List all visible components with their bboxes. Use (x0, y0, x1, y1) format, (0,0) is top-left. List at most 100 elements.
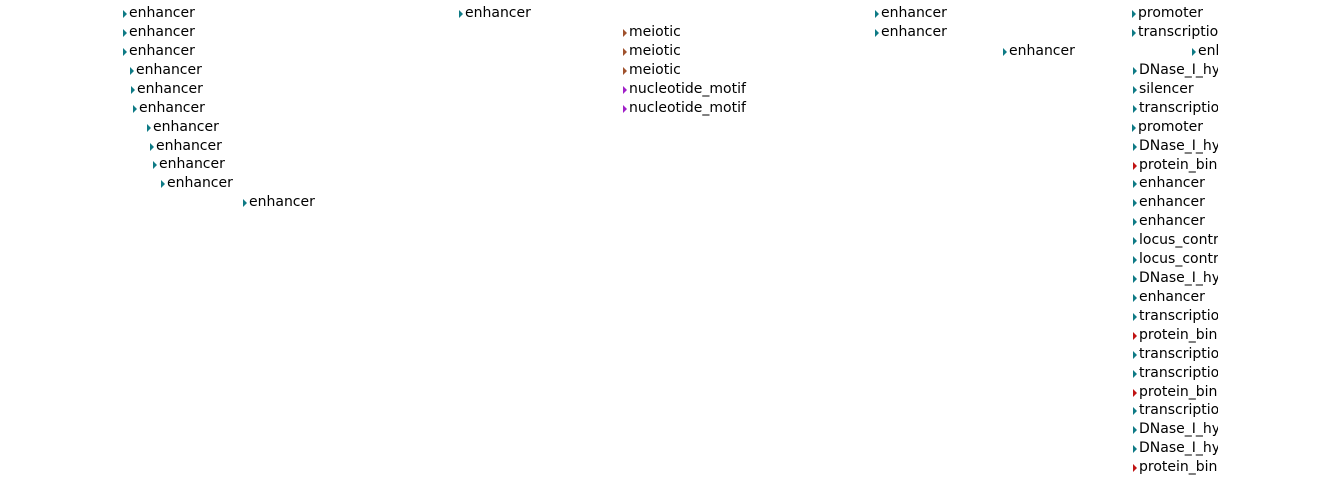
feature-label: enhancer (881, 24, 947, 40)
feature-enhancer[interactable]: enhancer (133, 99, 205, 118)
feature-transcription[interactable]: transcription (1133, 345, 1228, 364)
feature-nucleotide-motif[interactable]: nucleotide_motif (623, 99, 746, 118)
feature-promoter[interactable]: promoter (1132, 4, 1203, 23)
feature-enhancer[interactable]: enh (1192, 42, 1224, 61)
feature-dnase[interactable]: DNase_I_hy (1133, 137, 1220, 156)
strand-arrow-icon (153, 160, 157, 169)
feature-transcription[interactable]: transcription (1133, 401, 1228, 420)
strand-arrow-icon (1133, 161, 1137, 170)
feature-promoter[interactable]: promoter (1132, 118, 1203, 137)
feature-enhancer[interactable]: enhancer (131, 80, 203, 99)
feature-protein-binding[interactable]: protein_bind (1133, 458, 1226, 477)
strand-arrow-icon (1133, 293, 1137, 302)
strand-arrow-icon (1133, 444, 1137, 453)
feature-label: enhancer (465, 5, 531, 21)
feature-label: enhancer (159, 156, 225, 172)
strand-arrow-icon (123, 47, 127, 56)
feature-label: enhancer (1139, 289, 1205, 305)
feature-dnase[interactable]: DNase_I_hy (1133, 269, 1220, 288)
feature-label: DNase_I_hy (1139, 62, 1221, 78)
feature-enhancer[interactable]: enhancer (1133, 212, 1205, 231)
feature-meiotic[interactable]: meiotic (623, 23, 681, 42)
feature-enhancer[interactable]: enhancer (875, 4, 947, 23)
feature-locus[interactable]: locus_contro (1133, 231, 1227, 250)
feature-enhancer[interactable]: enhancer (150, 137, 222, 156)
feature-label: transcription (1139, 346, 1229, 362)
feature-nucleotide-motif[interactable]: nucleotide_motif (623, 80, 746, 99)
strand-arrow-icon (459, 9, 463, 18)
strand-arrow-icon (623, 85, 627, 94)
feature-enhancer[interactable]: enhancer (161, 174, 233, 193)
strand-arrow-icon (1133, 198, 1137, 207)
feature-transcription[interactable]: transcription (1133, 99, 1228, 118)
feature-label: silencer (1139, 81, 1194, 97)
strand-arrow-icon (1133, 236, 1137, 245)
feature-label: locus_contro (1139, 251, 1227, 267)
strand-arrow-icon (1133, 331, 1137, 340)
feature-enhancer[interactable]: enhancer (243, 193, 315, 212)
strand-arrow-icon (1133, 425, 1137, 434)
strand-arrow-icon (1133, 179, 1137, 188)
feature-enhancer[interactable]: enhancer (1133, 288, 1205, 307)
feature-silencer[interactable]: silencer (1133, 80, 1194, 99)
feature-enhancer[interactable]: enhancer (123, 4, 195, 23)
feature-label: DNase_I_hy (1139, 138, 1221, 154)
strand-arrow-icon (150, 142, 154, 151)
feature-meiotic[interactable]: meiotic (623, 61, 681, 80)
feature-meiotic[interactable]: meiotic (623, 42, 681, 61)
feature-enhancer[interactable]: enhancer (147, 118, 219, 137)
feature-label: nucleotide_motif (629, 81, 746, 97)
feature-dnase[interactable]: DNase_I_hy (1133, 439, 1220, 458)
strand-arrow-icon (1133, 217, 1137, 226)
strand-arrow-icon (133, 104, 137, 113)
feature-label: meiotic (629, 43, 681, 59)
feature-protein-binding[interactable]: protein_bind (1133, 156, 1226, 175)
feature-label: enhancer (129, 5, 195, 21)
feature-label: meiotic (629, 62, 681, 78)
feature-label: enhancer (881, 5, 947, 21)
strand-arrow-icon (1133, 274, 1137, 283)
feature-label: protein_bind (1139, 384, 1227, 400)
feature-label: enhancer (129, 43, 195, 59)
feature-enhancer[interactable]: enhancer (875, 23, 947, 42)
feature-enhancer[interactable]: enhancer (130, 61, 202, 80)
feature-transcription[interactable]: transcription (1133, 364, 1228, 383)
strand-arrow-icon (161, 179, 165, 188)
feature-label: DNase_I_hy (1139, 270, 1221, 286)
feature-enhancer[interactable]: enhancer (459, 4, 531, 23)
feature-protein-binding[interactable]: protein_bind (1133, 383, 1226, 402)
feature-label: DNase_I_hy (1139, 440, 1221, 456)
feature-transcription[interactable]: transcription (1133, 307, 1228, 326)
strand-arrow-icon (147, 123, 151, 132)
feature-label: enhancer (167, 175, 233, 191)
strand-arrow-icon (1133, 369, 1137, 378)
feature-transcription[interactable]: transcription (1132, 23, 1227, 42)
feature-label: enhancer (153, 119, 219, 135)
feature-label: protein_bind (1139, 157, 1227, 173)
feature-dnase[interactable]: DNase_I_hy (1133, 61, 1220, 80)
strand-arrow-icon (875, 9, 879, 18)
feature-enhancer[interactable]: enhancer (123, 23, 195, 42)
strand-arrow-icon (623, 47, 627, 56)
strand-arrow-icon (123, 28, 127, 37)
feature-enhancer[interactable]: enhancer (1133, 193, 1205, 212)
strand-arrow-icon (623, 28, 627, 37)
strand-arrow-icon (1003, 47, 1007, 56)
feature-label: transcription (1139, 100, 1229, 116)
feature-enhancer[interactable]: enhancer (1003, 42, 1075, 61)
feature-protein-binding[interactable]: protein_bind (1133, 326, 1226, 345)
strand-arrow-icon (1133, 463, 1137, 472)
feature-enhancer[interactable]: enhancer (1133, 174, 1205, 193)
strand-arrow-icon (875, 28, 879, 37)
strand-arrow-icon (1192, 47, 1196, 56)
feature-label: transcription (1139, 402, 1229, 418)
feature-enhancer[interactable]: enhancer (123, 42, 195, 61)
feature-label: transcription (1139, 365, 1229, 381)
feature-label: promoter (1138, 119, 1203, 135)
feature-dnase[interactable]: DNase_I_hy (1133, 420, 1220, 439)
track-clip-edge (1218, 0, 1338, 482)
feature-locus[interactable]: locus_contro (1133, 250, 1227, 269)
strand-arrow-icon (623, 104, 627, 113)
feature-enhancer[interactable]: enhancer (153, 155, 225, 174)
